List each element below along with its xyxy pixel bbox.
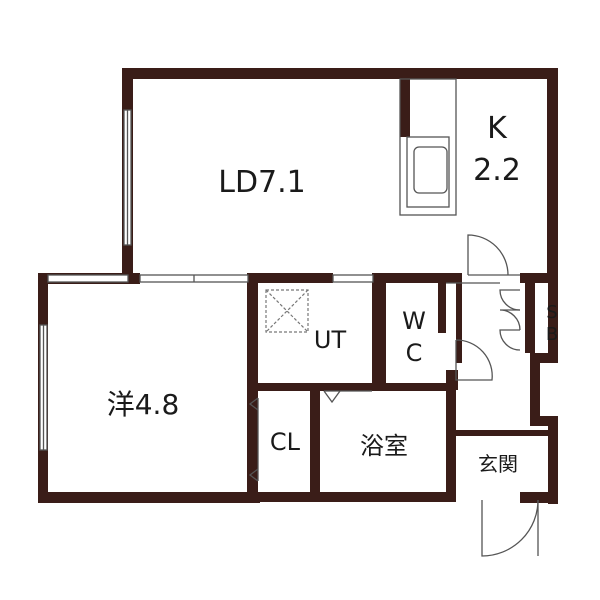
label-closet: CL [270, 428, 301, 456]
label-entrance: 玄関 [478, 452, 518, 476]
label-shoe-box-top: S [546, 302, 557, 323]
label-kitchen-size: 2.2 [473, 153, 521, 188]
label-bathroom: 浴室 [360, 432, 408, 460]
washer-space [265, 289, 309, 333]
label-utility: UT [314, 326, 347, 354]
label-ld: LD7.1 [218, 165, 306, 200]
label-kitchen-letter: K [487, 111, 508, 146]
room-labels: LD7.1 K 2.2 洋4.8 UT W C S B CL 浴室 玄関 [107, 111, 558, 476]
windows [39, 109, 374, 451]
label-toilet-top: W [402, 307, 426, 335]
label-toilet-bottom: C [406, 339, 423, 367]
label-shoe-box-bottom: B [546, 324, 558, 345]
label-western-room: 洋4.8 [107, 388, 180, 421]
doors [248, 234, 539, 557]
kitchen-counter [399, 78, 457, 216]
